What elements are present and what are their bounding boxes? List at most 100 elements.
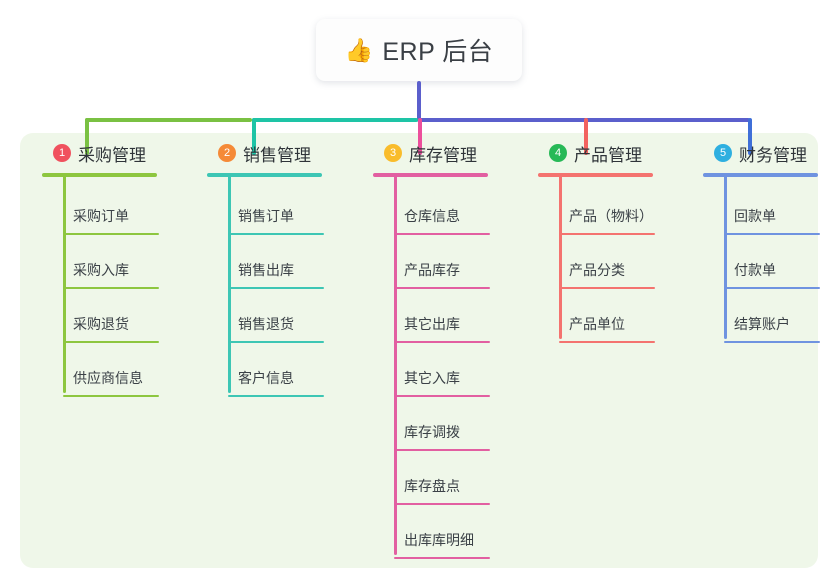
connector-trunk bbox=[417, 81, 421, 122]
branch-column-5: 5 财务管理回款单付款单结算账户 bbox=[692, 140, 820, 343]
connector-drop-5 bbox=[748, 118, 752, 155]
branch-item-rule bbox=[228, 341, 324, 343]
branch-item[interactable]: 采购订单 bbox=[63, 181, 159, 235]
branch-item-rule bbox=[559, 341, 655, 343]
branch-item[interactable]: 付款单 bbox=[724, 235, 820, 289]
branch-item-label: 产品单位 bbox=[569, 316, 625, 332]
branch-item-rule bbox=[394, 557, 490, 559]
branch-column-1: 1 采购管理采购订单采购入库采购退货供应商信息 bbox=[31, 140, 159, 397]
branch-item[interactable]: 采购入库 bbox=[63, 235, 159, 289]
branch-spine bbox=[724, 175, 727, 339]
branch-item-rule bbox=[724, 287, 820, 289]
branch-item[interactable]: 仓库信息 bbox=[394, 181, 490, 235]
branch-item[interactable]: 产品分类 bbox=[559, 235, 655, 289]
branch-item-rule bbox=[724, 233, 820, 235]
branch-item[interactable]: 产品（物料） bbox=[559, 181, 655, 235]
branch-header-rule bbox=[703, 173, 818, 177]
branch-item-label: 采购订单 bbox=[73, 208, 129, 224]
branch-item-label: 出库库明细 bbox=[404, 532, 474, 548]
branch-item[interactable]: 其它入库 bbox=[394, 343, 490, 397]
branch-item[interactable]: 结算账户 bbox=[724, 289, 820, 343]
connector-drop-4 bbox=[584, 118, 588, 155]
branch-item-rule bbox=[394, 341, 490, 343]
branch-item-rule bbox=[63, 233, 159, 235]
branch-title: 财务管理 bbox=[739, 145, 807, 165]
branch-spine bbox=[228, 175, 231, 393]
branch-item[interactable]: 客户信息 bbox=[228, 343, 324, 397]
branch-item-label: 库存调拨 bbox=[404, 424, 460, 440]
branch-item[interactable]: 销售退货 bbox=[228, 289, 324, 343]
branch-header-1[interactable]: 1 采购管理 bbox=[31, 140, 146, 166]
branch-item[interactable]: 其它出库 bbox=[394, 289, 490, 343]
branch-item-rule bbox=[394, 503, 490, 505]
branch-header-4[interactable]: 4 产品管理 bbox=[527, 140, 642, 166]
branches-panel bbox=[20, 133, 818, 568]
branch-item-rule bbox=[228, 233, 324, 235]
branch-item[interactable]: 供应商信息 bbox=[63, 343, 159, 397]
branch-header-rule bbox=[42, 173, 157, 177]
branch-spine bbox=[63, 175, 66, 393]
branch-item-label: 结算账户 bbox=[734, 316, 790, 332]
branch-title: 库存管理 bbox=[409, 145, 477, 165]
branch-header-rule bbox=[373, 173, 488, 177]
branch-item-label: 库存盘点 bbox=[404, 478, 460, 494]
branch-item[interactable]: 销售出库 bbox=[228, 235, 324, 289]
branch-item-label: 客户信息 bbox=[238, 370, 294, 386]
root-node[interactable]: 👍 ERP 后台 bbox=[316, 19, 522, 81]
branch-spine bbox=[394, 175, 397, 555]
branch-header-5[interactable]: 5 财务管理 bbox=[692, 140, 807, 166]
connector-drop-1 bbox=[85, 118, 89, 155]
branch-item-label: 销售退货 bbox=[238, 316, 294, 332]
branch-item-rule bbox=[559, 233, 655, 235]
branch-number-badge: 4 bbox=[549, 144, 567, 162]
branch-item-rule bbox=[63, 395, 159, 397]
branch-item[interactable]: 采购退货 bbox=[63, 289, 159, 343]
branch-item-rule bbox=[228, 395, 324, 397]
branch-item[interactable]: 销售订单 bbox=[228, 181, 324, 235]
branch-item-label: 产品库存 bbox=[404, 262, 460, 278]
branch-item-rule bbox=[63, 287, 159, 289]
branch-item-rule bbox=[63, 341, 159, 343]
connector-drop-3 bbox=[418, 118, 422, 155]
branch-item-rule bbox=[394, 395, 490, 397]
branch-item[interactable]: 产品单位 bbox=[559, 289, 655, 343]
branch-item-label: 销售出库 bbox=[238, 262, 294, 278]
connector-bar-segment-2 bbox=[252, 118, 418, 122]
branch-title: 采购管理 bbox=[78, 145, 146, 165]
branch-item-label: 其它入库 bbox=[404, 370, 460, 386]
connector-bar-segment-1 bbox=[85, 118, 252, 122]
branch-item-rule bbox=[228, 287, 324, 289]
branch-number-badge: 2 bbox=[218, 144, 236, 162]
connector-drop-2 bbox=[252, 118, 256, 155]
branch-item-label: 其它出库 bbox=[404, 316, 460, 332]
branch-header-rule bbox=[538, 173, 653, 177]
branch-item-label: 仓库信息 bbox=[404, 208, 460, 224]
branch-header-rule bbox=[207, 173, 322, 177]
branch-item-rule bbox=[559, 287, 655, 289]
branch-number-badge: 5 bbox=[714, 144, 732, 162]
branch-item-label: 付款单 bbox=[734, 262, 776, 278]
branch-item-label: 销售订单 bbox=[238, 208, 294, 224]
branch-number-badge: 1 bbox=[53, 144, 71, 162]
branch-title: 产品管理 bbox=[574, 145, 642, 165]
branch-item-label: 采购退货 bbox=[73, 316, 129, 332]
branch-item-label: 产品分类 bbox=[569, 262, 625, 278]
branch-item[interactable]: 库存调拨 bbox=[394, 397, 490, 451]
branch-item-rule bbox=[724, 341, 820, 343]
thumbs-up-icon: 👍 bbox=[344, 36, 374, 63]
branch-item[interactable]: 库存盘点 bbox=[394, 451, 490, 505]
branch-item-label: 回款单 bbox=[734, 208, 776, 224]
branch-item[interactable]: 出库库明细 bbox=[394, 505, 490, 559]
branch-item-rule bbox=[394, 233, 490, 235]
branch-item-rule bbox=[394, 287, 490, 289]
branch-item-label: 产品（物料） bbox=[569, 208, 653, 224]
branch-item[interactable]: 产品库存 bbox=[394, 235, 490, 289]
branch-item[interactable]: 回款单 bbox=[724, 181, 820, 235]
root-title: ERP 后台 bbox=[382, 38, 494, 66]
branch-spine bbox=[559, 175, 562, 339]
